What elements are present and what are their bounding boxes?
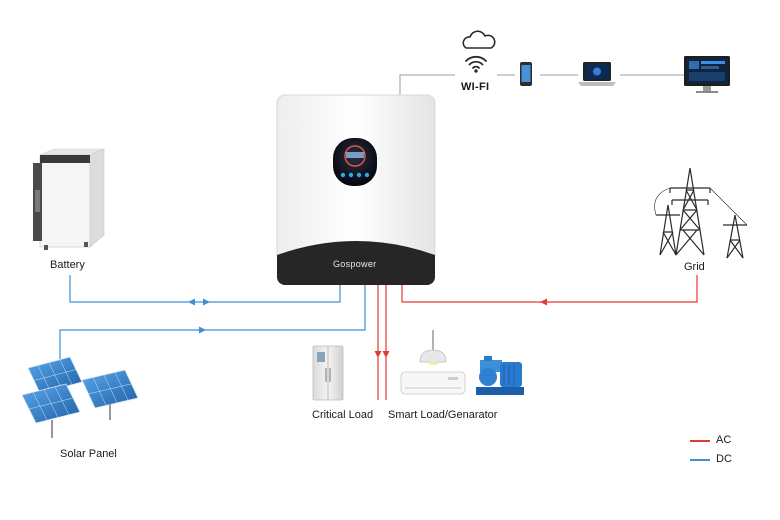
legend-dc-label: DC xyxy=(716,453,732,465)
dc-arrow-left xyxy=(188,298,195,306)
ac-arrows xyxy=(374,298,547,358)
tower-small-right xyxy=(723,214,747,259)
phone-icon xyxy=(520,62,532,86)
ceiling-lamp-icon xyxy=(419,330,447,365)
smart-load-label: Smart Load/Genarator xyxy=(388,409,498,421)
dc-arrow-solar xyxy=(199,326,206,334)
ac-lines xyxy=(377,275,698,400)
legend-ac-swatch xyxy=(690,440,710,442)
legend-dc-swatch xyxy=(690,459,710,461)
wifi-icon xyxy=(465,55,487,73)
communication-links xyxy=(399,74,684,95)
solar-panels xyxy=(21,356,139,438)
battery-label: Battery xyxy=(50,259,85,271)
pump-icon xyxy=(476,356,524,395)
grid-towers xyxy=(654,167,748,259)
laptop-icon xyxy=(578,62,616,86)
refrigerator-icon xyxy=(312,345,344,401)
inverter xyxy=(276,94,436,285)
inverter-display xyxy=(333,138,377,186)
air-conditioner-icon xyxy=(400,371,466,395)
critical-load-label: Critical Load xyxy=(312,409,374,421)
dc-arrows xyxy=(188,298,210,334)
solar-panel-3 xyxy=(81,369,139,420)
battery xyxy=(33,148,105,250)
tower-large xyxy=(669,167,711,256)
ac-arrow-critical xyxy=(374,351,382,358)
inverter-brand: Gospower xyxy=(333,259,377,269)
dc-arrow-right xyxy=(203,298,210,306)
ac-arrow-grid xyxy=(540,298,547,306)
ac-arrow-smart xyxy=(382,351,390,358)
solar-panel-1 xyxy=(27,356,83,408)
wifi-label: WI-FI xyxy=(461,81,490,93)
tower-small-left xyxy=(656,204,680,256)
grid-label: Grid xyxy=(684,261,705,273)
monitor-icon xyxy=(684,56,730,93)
cloud-icon xyxy=(462,30,496,49)
solar-panel-2 xyxy=(21,383,81,438)
legend-ac-label: AC xyxy=(716,434,732,446)
solar-panel-label: Solar Panel xyxy=(60,448,117,460)
